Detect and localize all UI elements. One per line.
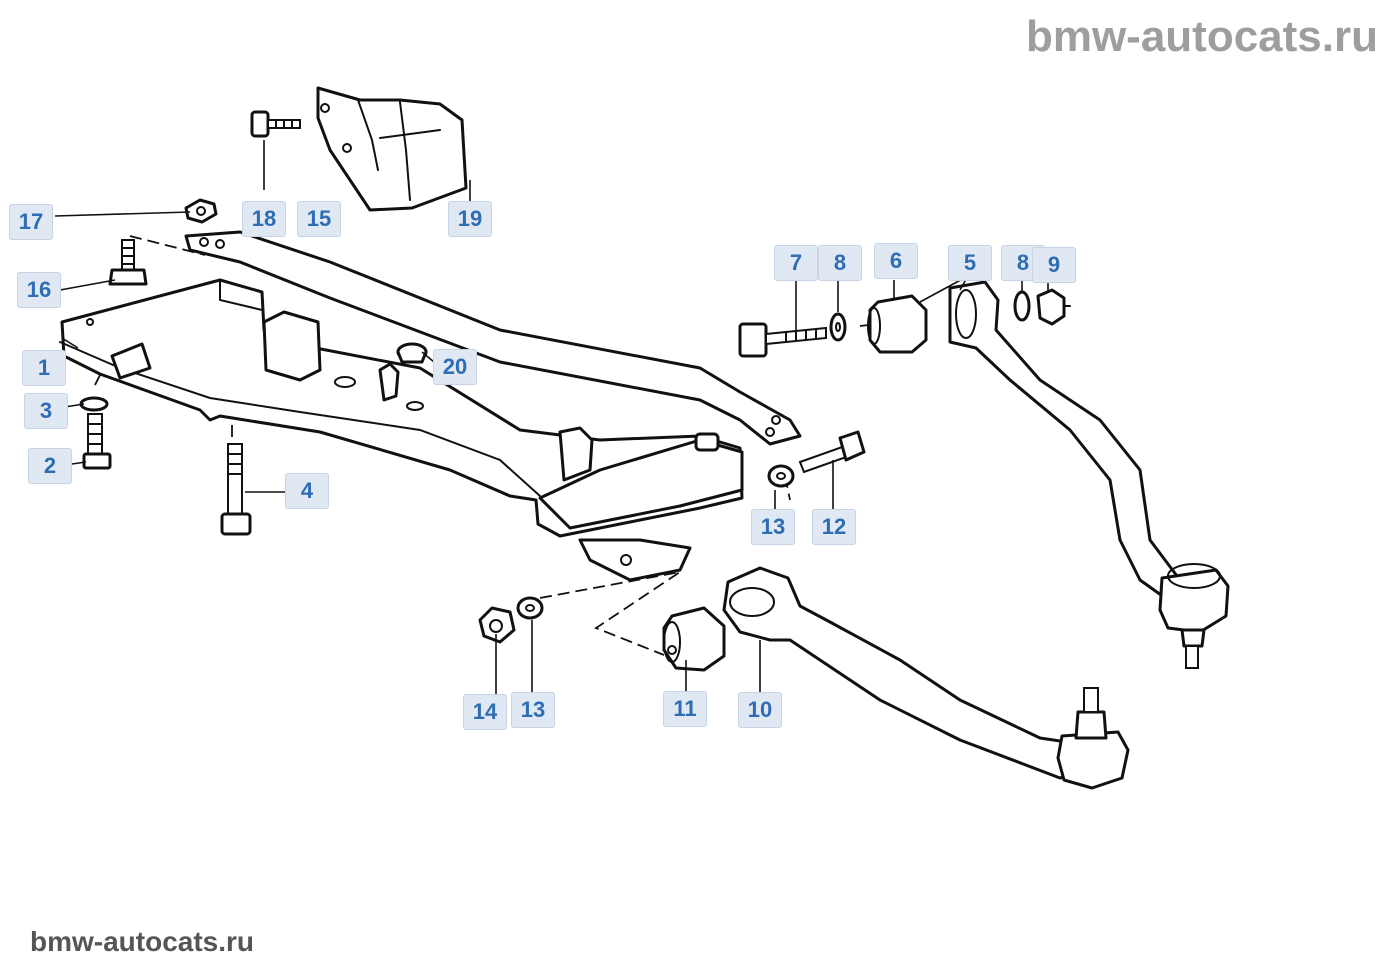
label-3: 3 bbox=[24, 393, 68, 429]
watermark-top: bmw-autocats.ru bbox=[1025, 12, 1378, 61]
label-6: 6 bbox=[874, 243, 918, 279]
wishbone-upper bbox=[948, 280, 1230, 669]
washer-3 bbox=[79, 396, 109, 412]
label-4: 4 bbox=[285, 473, 329, 509]
bolt-18 bbox=[250, 110, 301, 138]
washer-13-lower bbox=[516, 596, 544, 620]
heat-shield bbox=[316, 86, 468, 212]
washer-8-left bbox=[829, 312, 847, 342]
label-17: 17 bbox=[9, 204, 53, 240]
label-8-left: 8 bbox=[818, 245, 862, 281]
bolt-4 bbox=[220, 443, 252, 536]
axle-carrier bbox=[59, 278, 744, 582]
label-2: 2 bbox=[28, 448, 72, 484]
label-7: 7 bbox=[774, 245, 818, 281]
label-14: 14 bbox=[463, 694, 507, 730]
nut-14 bbox=[478, 606, 516, 644]
label-12: 12 bbox=[812, 509, 856, 545]
label-13-lower: 13 bbox=[511, 692, 555, 728]
label-1: 1 bbox=[22, 350, 66, 386]
label-20: 20 bbox=[433, 349, 477, 385]
label-10: 10 bbox=[738, 692, 782, 728]
nut-9 bbox=[1036, 288, 1071, 326]
leader-lines bbox=[39, 140, 1049, 695]
label-13-upper: 13 bbox=[751, 509, 795, 545]
label-19: 19 bbox=[448, 201, 492, 237]
label-9: 9 bbox=[1032, 247, 1076, 283]
bolt-12 bbox=[798, 430, 866, 474]
label-18: 18 bbox=[242, 201, 286, 237]
bolt-7 bbox=[738, 322, 827, 358]
wishbone-lower bbox=[722, 566, 1130, 790]
watermark-bottom: bmw-autocats.ru bbox=[30, 926, 255, 957]
label-16: 16 bbox=[17, 272, 61, 308]
reinforcement-strut bbox=[184, 230, 802, 446]
bushing-6 bbox=[867, 294, 928, 354]
bolt-16 bbox=[108, 239, 148, 286]
label-15: 15 bbox=[297, 201, 341, 237]
washer-13-upper bbox=[767, 464, 795, 488]
bushing-11 bbox=[662, 606, 726, 672]
washer-8-right bbox=[1013, 290, 1031, 322]
label-5: 5 bbox=[948, 245, 992, 281]
bolt-2 bbox=[82, 413, 112, 470]
plug-20 bbox=[396, 342, 428, 364]
label-11: 11 bbox=[663, 691, 707, 727]
nut-17 bbox=[184, 198, 218, 224]
